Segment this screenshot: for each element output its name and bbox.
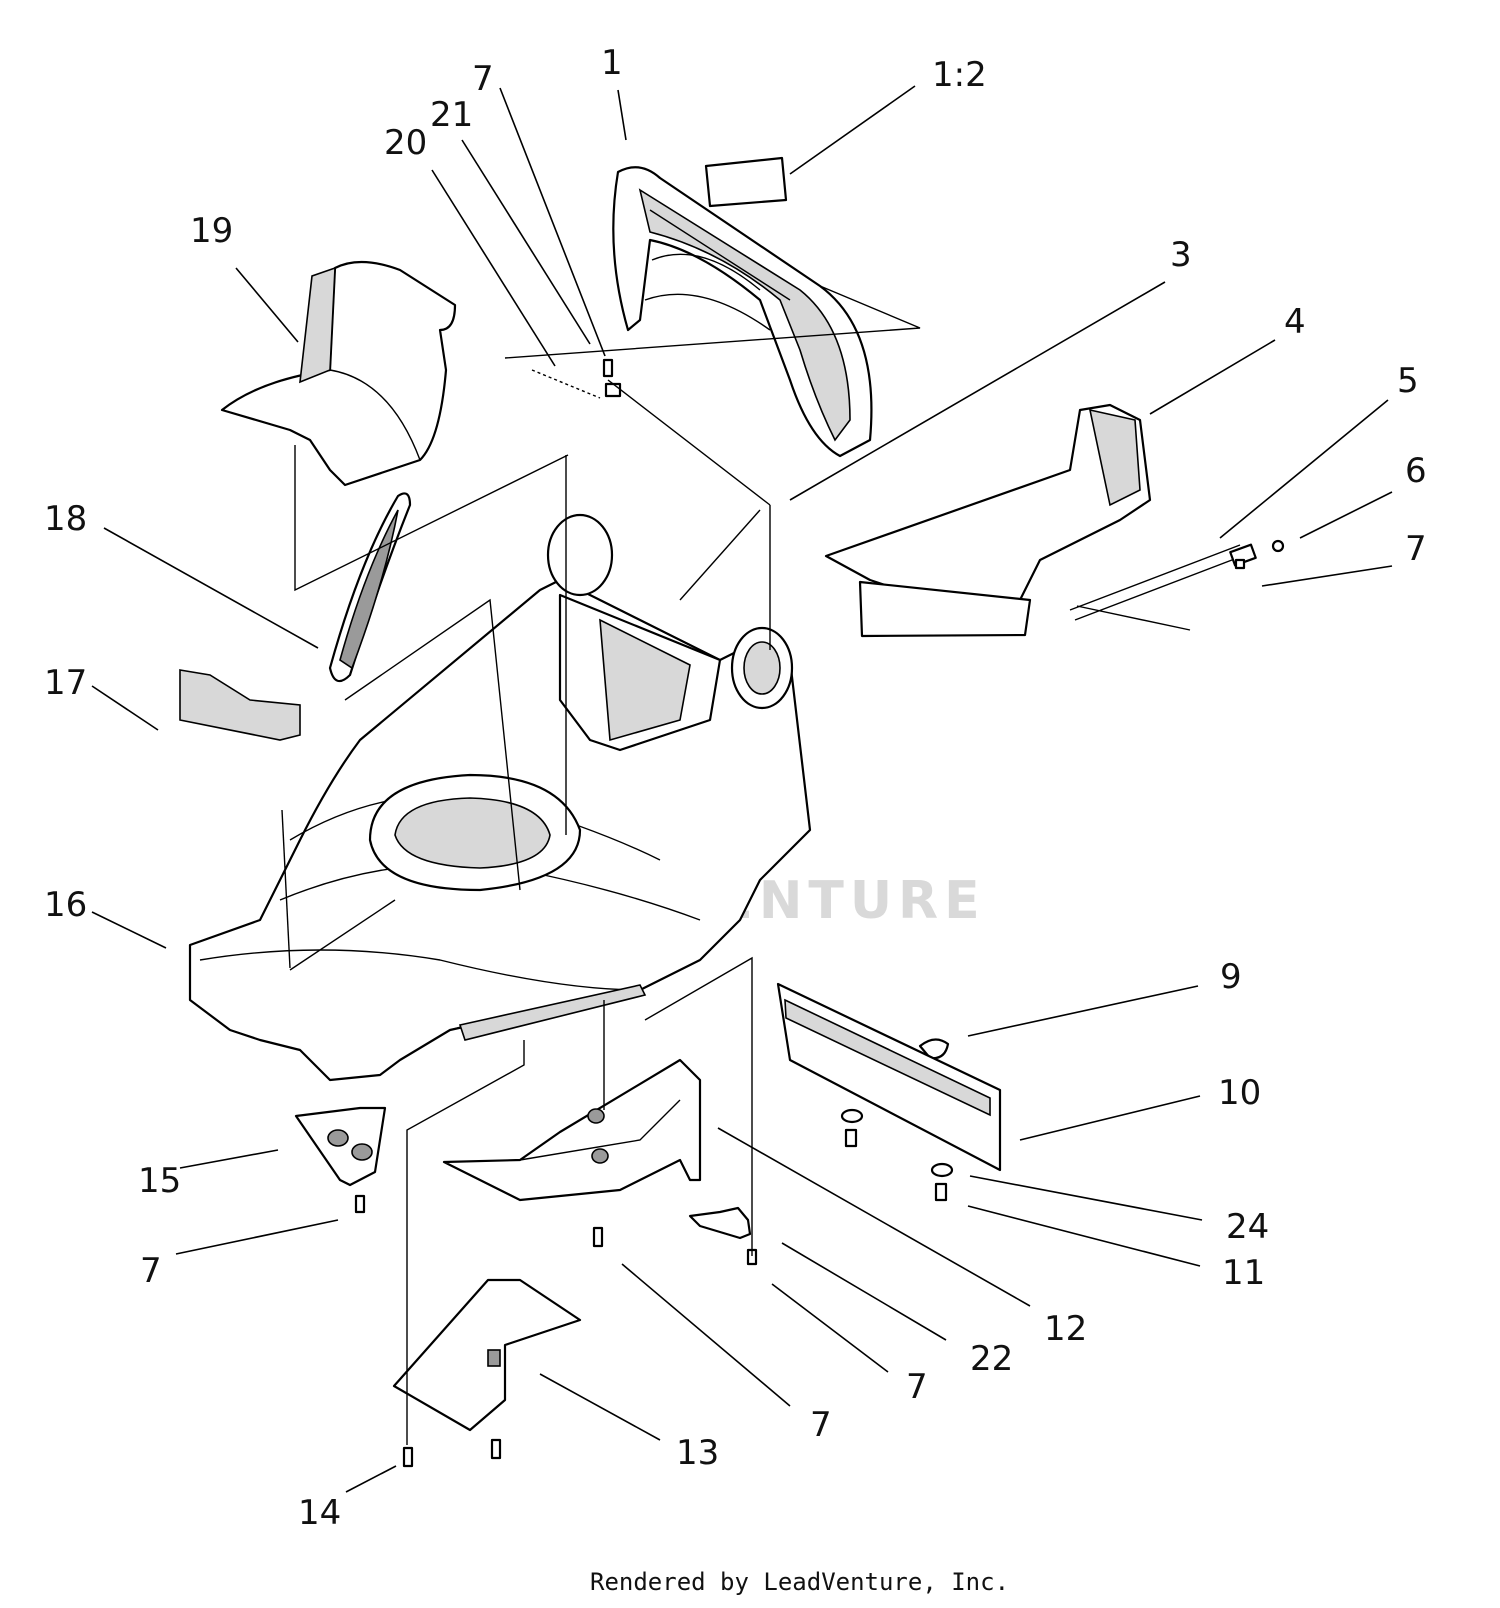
part-24-washer-left <box>840 1108 864 1124</box>
callout-9: 9 <box>1220 957 1242 997</box>
part-13-plug <box>392 1278 582 1432</box>
callout-18: 18 <box>44 499 87 539</box>
callout-24: 24 <box>1226 1207 1269 1247</box>
part-14-screw <box>402 1446 414 1468</box>
part-1-2-decal <box>704 156 788 208</box>
callout-3: 3 <box>1170 235 1192 275</box>
callout-14: 14 <box>298 1493 341 1533</box>
leader-lines <box>91 85 1393 1493</box>
callout-6: 6 <box>1405 451 1427 491</box>
callout-10: 10 <box>1218 1073 1261 1113</box>
callout-20: 20 <box>384 123 427 163</box>
assembly-lines <box>281 285 1191 1445</box>
callout-13: 13 <box>676 1433 719 1473</box>
part-24-washer <box>930 1162 954 1178</box>
callout-5: 5 <box>1397 361 1419 401</box>
callout-1: 1 <box>601 43 623 83</box>
part-6-clip <box>1271 539 1285 553</box>
callout-4: 4 <box>1284 302 1306 342</box>
part-20-spring <box>531 369 601 399</box>
part-7-screw-left <box>354 1194 366 1214</box>
part-11-screw-left <box>844 1128 858 1148</box>
callout-19: 19 <box>190 211 233 251</box>
callout-1-2: 1:2 <box>932 55 987 95</box>
part-3-rod <box>679 509 761 601</box>
part-4-discharge-door <box>824 403 1152 638</box>
part-12-deflector <box>442 1058 702 1202</box>
callout-7-top: 7 <box>472 59 494 99</box>
callout-11: 11 <box>1222 1253 1265 1293</box>
callout-7-center: 7 <box>810 1405 832 1445</box>
callout-7-plate: 7 <box>906 1367 928 1407</box>
part-10-skirt <box>776 982 1002 1172</box>
part-15-bracket <box>294 1106 387 1187</box>
callout-16: 16 <box>44 885 87 925</box>
callouts: 1 1:2 7 21 20 19 3 4 5 6 7 18 17 16 9 10… <box>44 43 1427 1533</box>
callout-12: 12 <box>1044 1309 1087 1349</box>
callout-15: 15 <box>138 1161 181 1201</box>
part-22-plate <box>688 1206 752 1240</box>
part-19-rear-flap <box>220 260 457 487</box>
part-7-screw-right <box>1234 558 1246 570</box>
callout-21: 21 <box>430 95 473 135</box>
part-7-screw-top <box>602 358 614 378</box>
callout-22: 22 <box>970 1339 1013 1379</box>
part-11-screw <box>934 1182 948 1202</box>
part-16-deck <box>188 513 812 1082</box>
part-7-screw-center <box>592 1226 604 1248</box>
part-21-hinge <box>604 382 622 398</box>
callout-17: 17 <box>44 663 87 703</box>
callout-7-left: 7 <box>140 1251 162 1291</box>
part-1-bag-cover <box>612 166 873 458</box>
part-5-hinge-pin <box>1069 543 1257 621</box>
footer-credit: Rendered by LeadVenture, Inc. <box>590 1568 1009 1596</box>
part-14-screw-right <box>490 1438 502 1460</box>
part-18-gasket <box>328 492 412 683</box>
callout-7-right: 7 <box>1405 529 1427 569</box>
part-17-strap <box>179 669 301 741</box>
